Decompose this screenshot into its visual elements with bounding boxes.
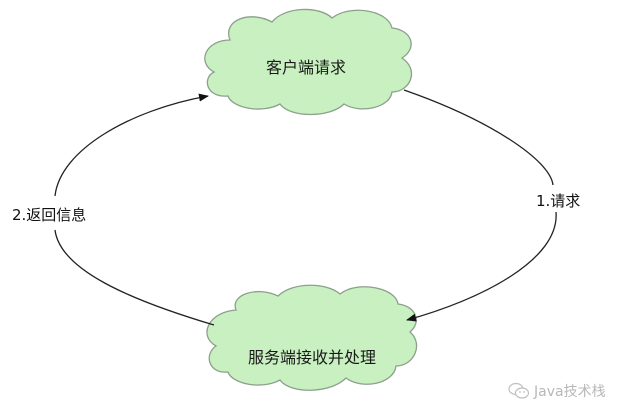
edge-response-arrow (54, 96, 214, 326)
edge-response-label: 2.返回信息 (12, 206, 87, 224)
watermark-text: Java技术栈 (534, 384, 606, 400)
edge-request-label: 1.请求 (536, 192, 581, 210)
wechat-icon (508, 382, 530, 399)
server-cloud-node (206, 284, 418, 391)
edge-request-arrow (404, 89, 557, 320)
watermark: Java技术栈 (508, 381, 606, 401)
server-node-label: 服务端接收并处理 (248, 348, 377, 367)
client-node-label: 客户端请求 (266, 58, 347, 77)
